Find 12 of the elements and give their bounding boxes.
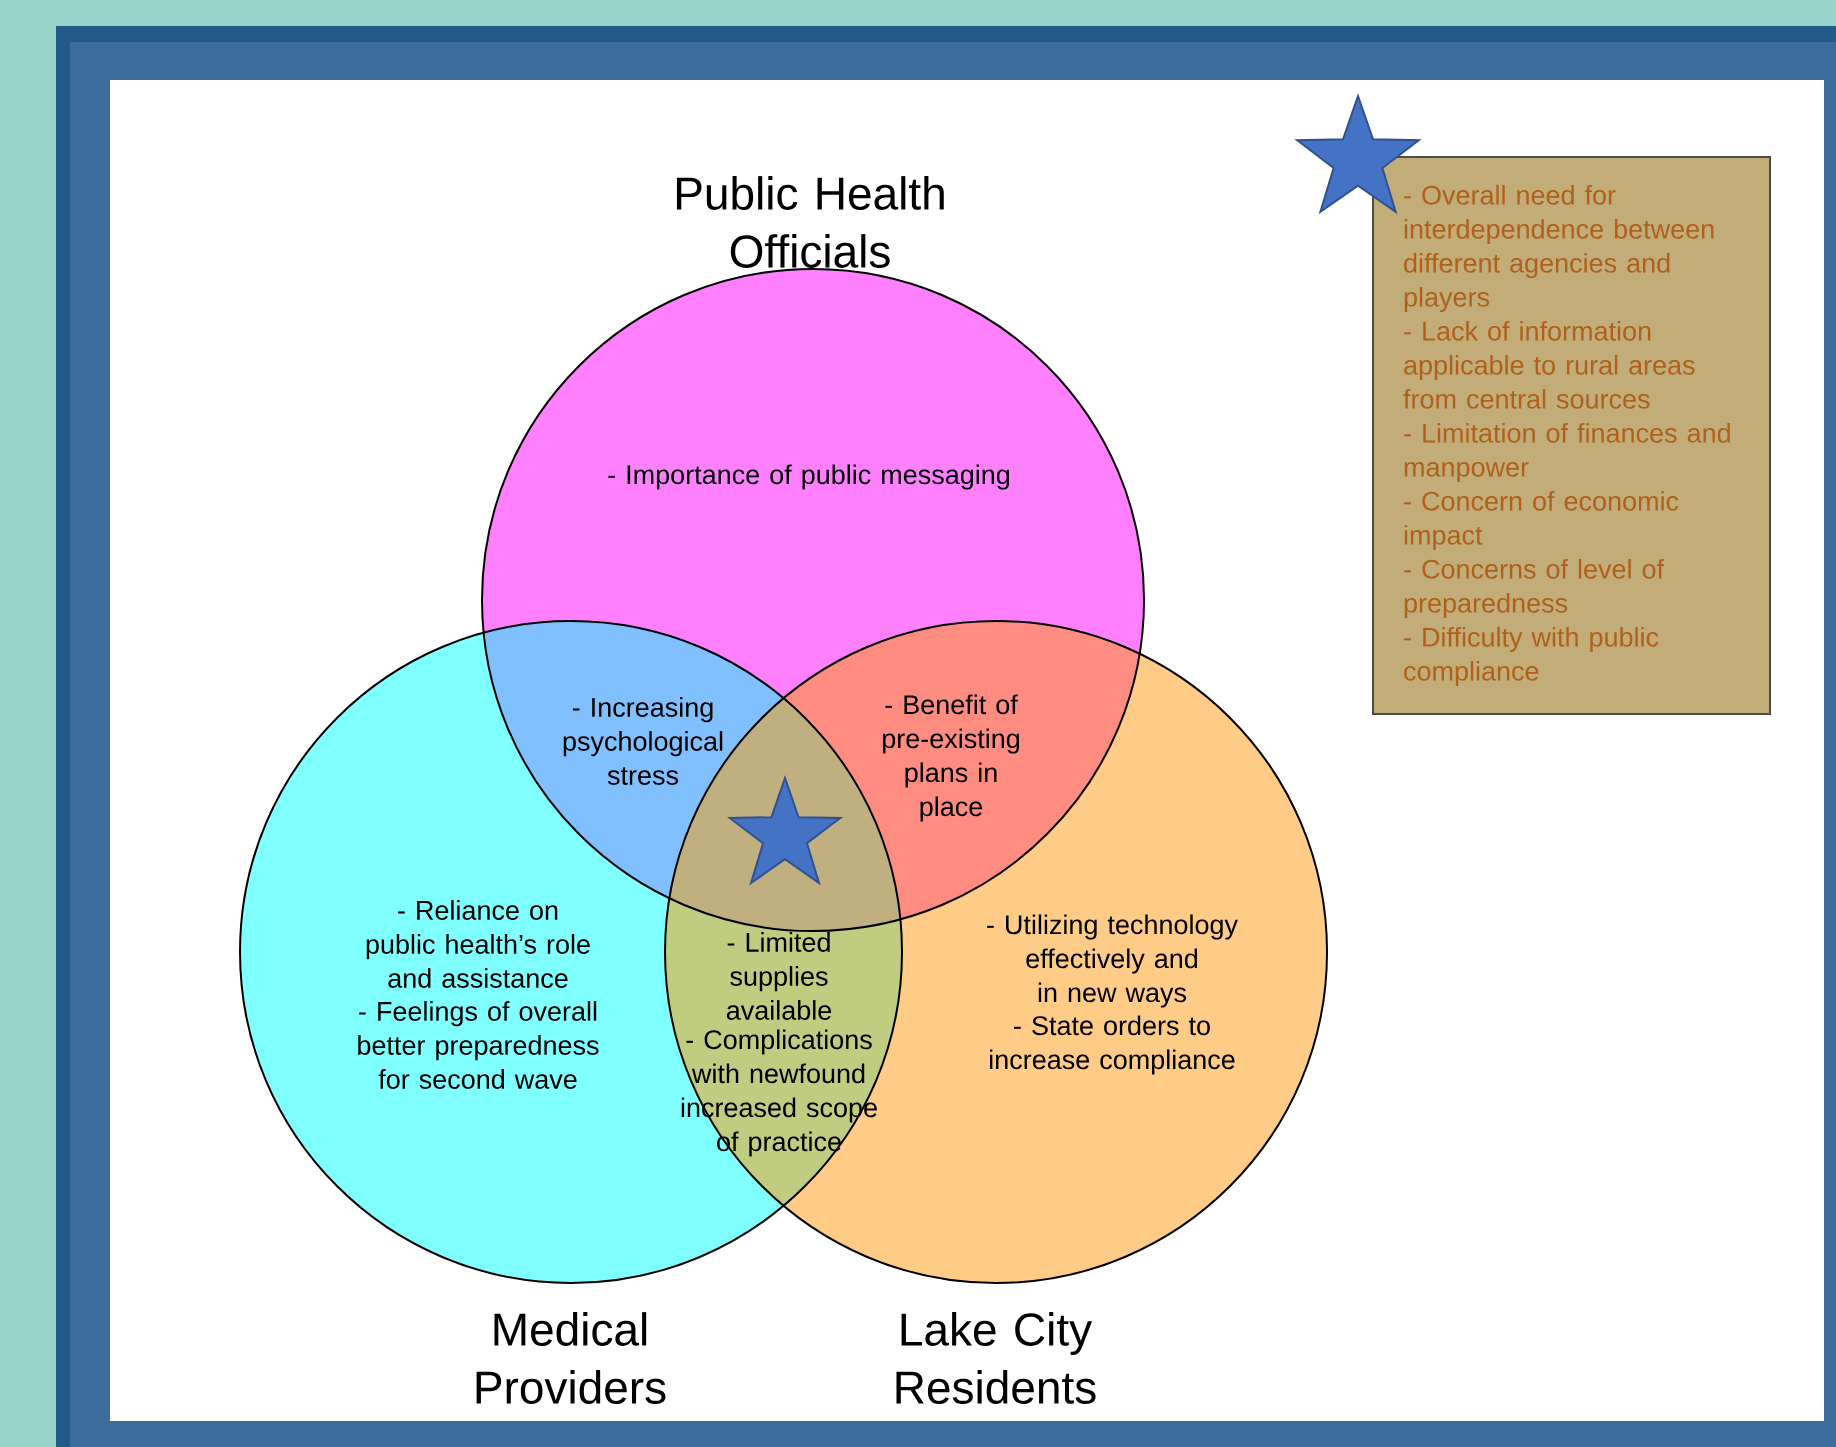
region-text: - Feelings of overall better preparedness for second wave (358, 1001, 599, 1089)
region-text: - Increasing psychological stress (563, 697, 723, 785)
region-text: - Benefit of pre-existing plans in place (882, 694, 1019, 822)
region-text: - Importance of public messaging (608, 464, 1010, 490)
circle-title: Public Health Officials (677, 176, 944, 268)
note-box: - Overall need for interdependence between different agencies and players - Lack of information applicable to rural areas from central sources - Limitation of finances and manpower - Concern of economic impact - Concerns of level of preparedness - Difficulty with public compliance (1372, 156, 1771, 715)
region-text: - Utilizing technology effectively and in new ways (987, 914, 1238, 1008)
circle-title: Medical Providers (476, 1312, 666, 1404)
region-text: - State orders to increase compliance (990, 1015, 1235, 1075)
circle-title: Lake City Residents (896, 1312, 1096, 1404)
region-text: - Reliance on public health’s role and assistance (366, 900, 590, 988)
region-text: - Limited supplies available (726, 932, 832, 1020)
